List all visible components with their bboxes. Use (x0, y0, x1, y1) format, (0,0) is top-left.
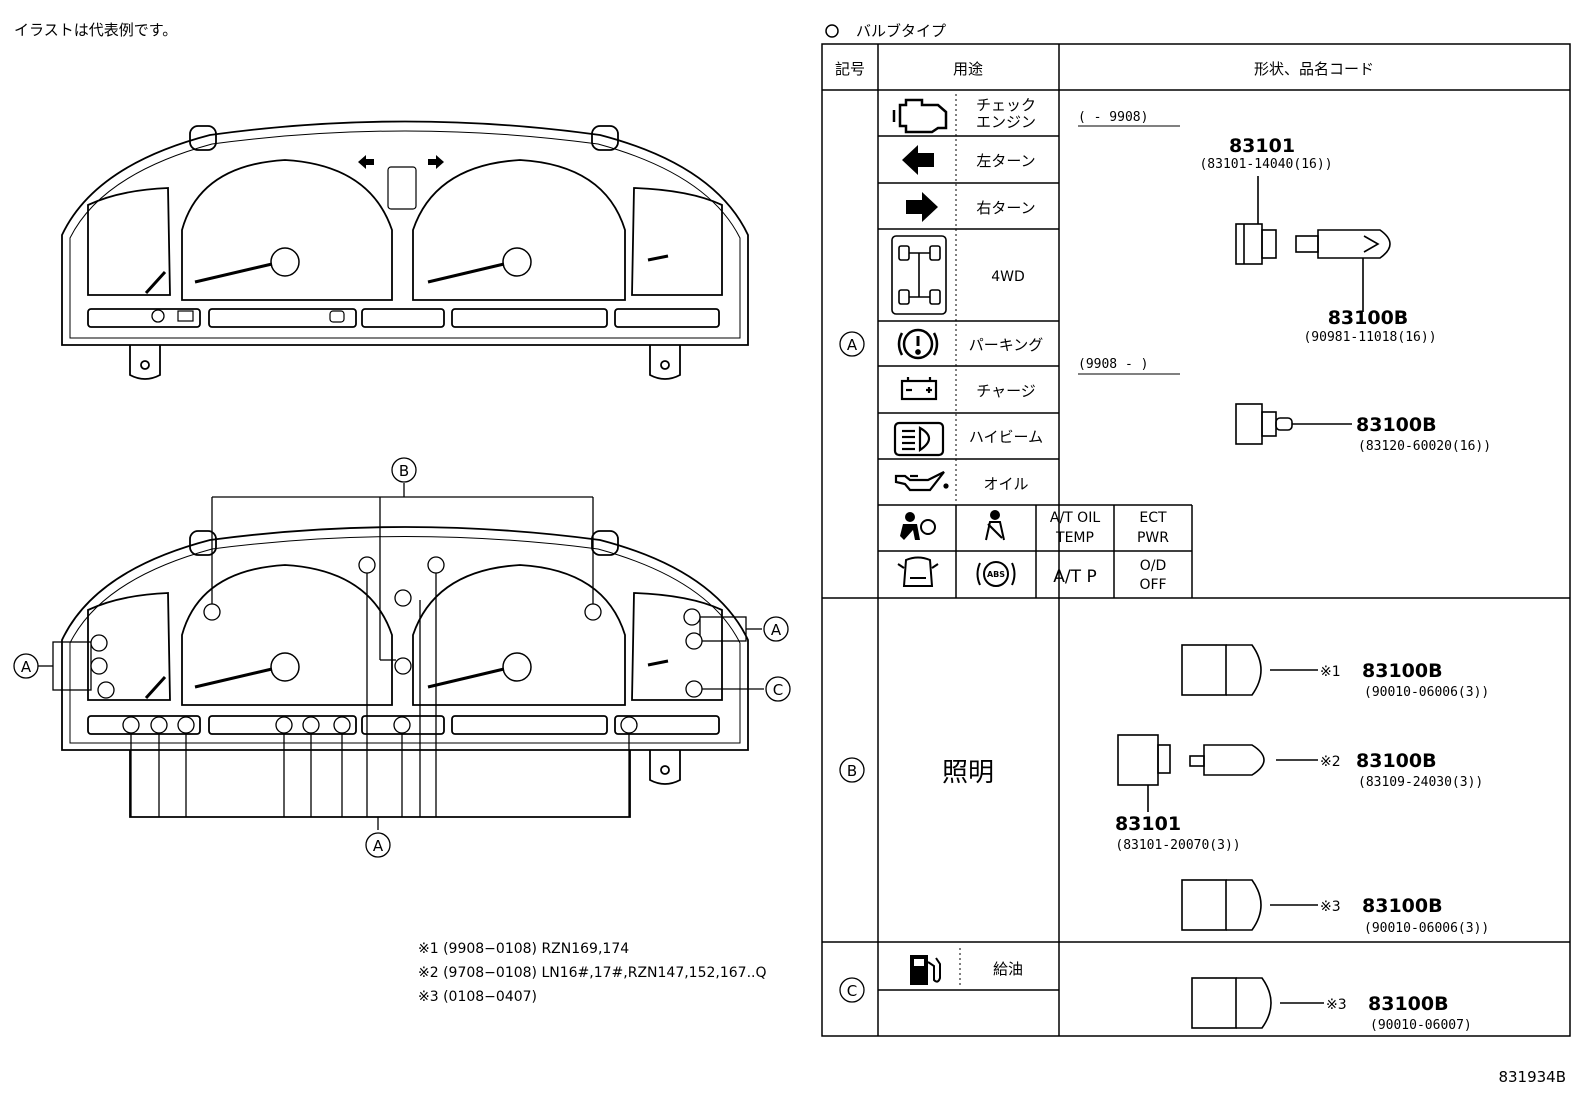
footnote-3: ※3 (0108−0407) (418, 989, 537, 1005)
table-dotted-dividers (955, 94, 961, 986)
callout-labels: B A A C A (13, 457, 791, 858)
usage-at-p: A/T P (1053, 567, 1096, 587)
usage-od-off-line: OFF (1139, 577, 1166, 593)
section-c-symbol-circle (839, 977, 865, 1003)
section-b-symbol: B (847, 762, 857, 780)
part-mark-b2: ※2 (1320, 754, 1341, 770)
bulb-socket-b2-drawing (1117, 734, 1318, 812)
wedge-bulb-83100b-drawing (1295, 229, 1391, 312)
usage-check-engine-line: チェック (976, 96, 1036, 114)
bulb-socket-83101-drawing (1235, 176, 1277, 265)
usage-at-oil-temp-line: TEMP (1055, 530, 1094, 546)
bulb-socket-b1-drawing (1181, 644, 1318, 696)
header-usage: 用途 (953, 60, 983, 78)
bulb-socket-c-drawing (1191, 977, 1324, 1029)
bulb-83120-drawing (1235, 403, 1352, 445)
check-engine-icon (892, 98, 948, 134)
figure-number: 831934B (1498, 1068, 1566, 1086)
section-a-symbol: A (847, 336, 858, 354)
oil-can-icon (894, 471, 949, 492)
usage-ect-pwr-line: ECT (1139, 510, 1167, 526)
usage-check-engine-line: エンジン (976, 113, 1036, 131)
seatbelt-icon (985, 510, 1005, 541)
part-code-90010-06007: (90010-06007) (1370, 1018, 1472, 1033)
instrument-cluster-top (61, 120, 749, 380)
abs-icon (976, 561, 1016, 587)
period-2: (9908 - ) (1078, 357, 1148, 372)
part-code-83120-60020: (83120-60020(16)) (1358, 439, 1491, 454)
usage-illumination: 照明 (942, 758, 994, 788)
usage-high-beam: ハイビーム (969, 428, 1043, 446)
callout-a-bottom-leaders (130, 572, 630, 830)
footnote-1: ※1 (9908−0108) RZN169,174 (418, 941, 629, 957)
usage-right-turn: 右ターン (976, 199, 1035, 217)
fuel-pump-icon (910, 955, 941, 985)
four-wd-icon (891, 235, 947, 315)
part-mark-c: ※3 (1326, 997, 1347, 1013)
part-code-83101-14040: (83101-14040(16)) (1199, 157, 1332, 172)
table-heading: バルブタイプ (856, 22, 946, 40)
part-code-90010-06006-b3: (90010-06006(3)) (1364, 921, 1489, 936)
illustration-note: イラストは代表例です。 (14, 21, 177, 39)
instrument-cluster-bottom (61, 526, 749, 818)
high-beam-icon (893, 421, 945, 457)
header-shape: 形状、品名コード (1254, 60, 1374, 78)
part-code-90981-11018: (90981-11018(16)) (1303, 330, 1436, 345)
usage-ect-pwr-line: PWR (1137, 530, 1169, 546)
parking-brake-icon (897, 328, 939, 360)
abs-label: ABS (987, 570, 1005, 579)
callout-a-left-label: A (21, 658, 32, 676)
usage-od-off-line: O/D (1140, 558, 1167, 574)
usage-charge: チャージ (976, 382, 1036, 400)
section-a-symbol-circle (839, 331, 865, 357)
charge-battery-icon (900, 377, 938, 401)
parts-table-grid (821, 43, 1571, 1037)
right-turn-icon (906, 192, 938, 222)
callout-b-leaders (211, 483, 594, 661)
part-code-83109-24030: (83109-24030(3)) (1358, 775, 1483, 790)
callout-c-label: C (773, 681, 783, 699)
callout-a-left-leaders (38, 641, 92, 691)
usage-od-off: O/D OFF (1139, 558, 1166, 593)
footnote-2: ※2 (9708−0108) LN16#,17#,RZN147,152,167.… (418, 965, 767, 981)
part-mark-b1: ※1 (1320, 664, 1341, 680)
part-label-83100b-b3: 83100B (1362, 895, 1443, 917)
part-label-83100b-a2: 83100B (1356, 414, 1437, 436)
callout-right-leaders (699, 616, 764, 690)
usage-oil: オイル (983, 475, 1028, 493)
part-label-83100b-b2: 83100B (1356, 750, 1437, 772)
section-b-symbol-circle (839, 757, 865, 783)
usage-4wd: 4WD (991, 269, 1025, 285)
part-label-83100b-c: 83100B (1368, 993, 1449, 1015)
section-c-symbol: C (847, 982, 857, 1000)
callout-a-right-label: A (771, 621, 782, 639)
cluster-top-arrows (358, 155, 444, 169)
bulb-socket-markers (90, 556, 703, 734)
usage-check-engine: チェックエンジン (976, 96, 1036, 131)
usage-parking: パーキング (969, 336, 1044, 354)
bulb-socket-b3-drawing (1181, 879, 1318, 931)
airbag-icon (900, 512, 936, 540)
part-label-83100b-a1: 83100B (1328, 307, 1409, 329)
part-label-83100b-b1: 83100B (1362, 660, 1443, 682)
part-code-83101-20070: (83101-20070(3)) (1115, 838, 1240, 853)
usage-fuel: 給油 (993, 960, 1023, 978)
usage-left-turn: 左ターン (976, 152, 1035, 170)
door-ajar-icon (897, 556, 939, 587)
period-1: ( - 9908) (1078, 110, 1148, 125)
callout-a-bottom-label: A (373, 837, 384, 855)
left-turn-icon (902, 145, 934, 175)
callout-b-label: B (399, 462, 409, 480)
table-heading-bullet (825, 24, 839, 38)
part-mark-b3: ※3 (1320, 899, 1341, 915)
part-label-83101-a: 83101 (1229, 135, 1295, 157)
part-label-83101-b: 83101 (1115, 813, 1181, 835)
header-symbol: 記号 (835, 60, 865, 78)
part-code-90010-06006-b1: (90010-06006(3)) (1364, 685, 1489, 700)
usage-at-oil-temp-line: A/T OIL (1050, 510, 1100, 526)
usage-at-oil-temp: A/T OIL TEMP (1050, 510, 1100, 546)
usage-ect-pwr: ECT PWR (1137, 510, 1169, 546)
